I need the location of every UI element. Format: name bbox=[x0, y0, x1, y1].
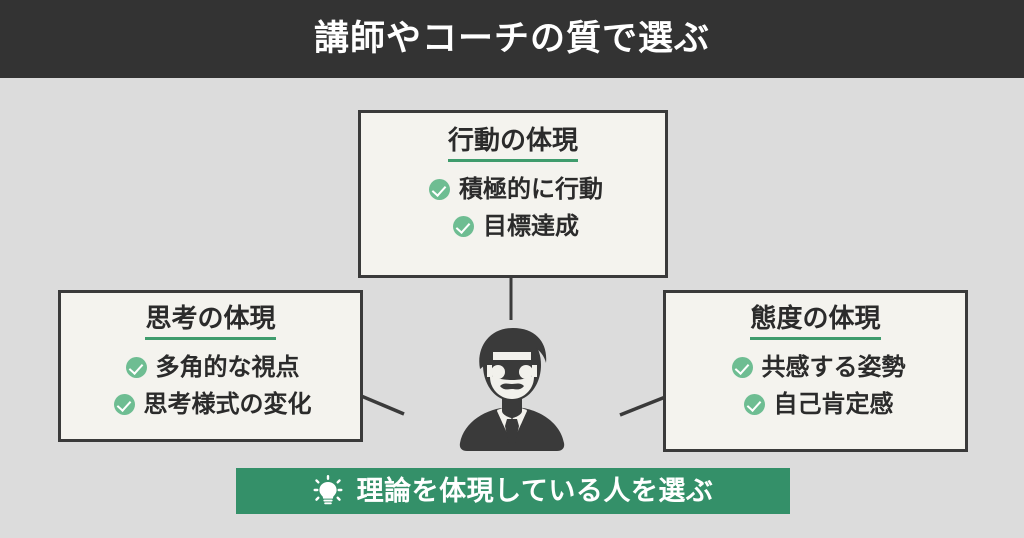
lightbulb-icon bbox=[313, 475, 343, 505]
page-title: 講師やコーチの質で選ぶ bbox=[313, 18, 710, 59]
card-right[interactable]: 態度の体現 共感する姿勢 自己肯定感 bbox=[663, 290, 968, 452]
check-circle-icon bbox=[731, 356, 753, 378]
card-left[interactable]: 思考の体現 多角的な視点 思考様式の変化 bbox=[58, 290, 363, 442]
list-item: 積極的に行動 bbox=[429, 174, 603, 204]
check-circle-icon bbox=[125, 356, 147, 378]
list-item-label: 自己肯定感 bbox=[773, 390, 894, 419]
list-item: 自己肯定感 bbox=[743, 389, 894, 419]
banner-label: 理論を体現している人を選ぶ bbox=[356, 475, 714, 507]
check-circle-icon bbox=[429, 178, 450, 200]
person-with-glasses-icon bbox=[459, 328, 565, 451]
card-left-list: 多角的な視点 思考様式の変化 bbox=[61, 350, 360, 424]
check-circle-icon bbox=[113, 393, 135, 415]
header-bar: 講師やコーチの質で選ぶ bbox=[0, 0, 1024, 78]
list-item: 共感する姿勢 bbox=[731, 352, 906, 382]
list-item: 思考様式の変化 bbox=[113, 389, 312, 419]
conclusion-banner[interactable]: 理論を体現している人を選ぶ bbox=[236, 468, 790, 514]
list-item: 多角的な視点 bbox=[125, 352, 300, 382]
check-circle-icon bbox=[453, 215, 474, 237]
list-item-label: 多角的な視点 bbox=[155, 353, 300, 382]
list-item-label: 共感する姿勢 bbox=[761, 353, 906, 382]
card-top[interactable]: 行動の体現 積極的に行動 目標達成 bbox=[358, 110, 668, 278]
list-item-label: 思考様式の変化 bbox=[143, 390, 312, 419]
list-item-label: 積極的に行動 bbox=[459, 175, 603, 204]
list-item: 目標達成 bbox=[453, 211, 579, 241]
card-left-title: 思考の体現 bbox=[145, 293, 276, 341]
card-right-list: 共感する姿勢 自己肯定感 bbox=[666, 350, 965, 424]
list-item-label: 目標達成 bbox=[483, 212, 579, 241]
card-top-list: 積極的に行動 目標達成 bbox=[361, 172, 665, 246]
card-top-title: 行動の体現 bbox=[447, 113, 578, 163]
card-right-title: 態度の体現 bbox=[750, 293, 881, 341]
check-circle-icon bbox=[743, 393, 765, 415]
